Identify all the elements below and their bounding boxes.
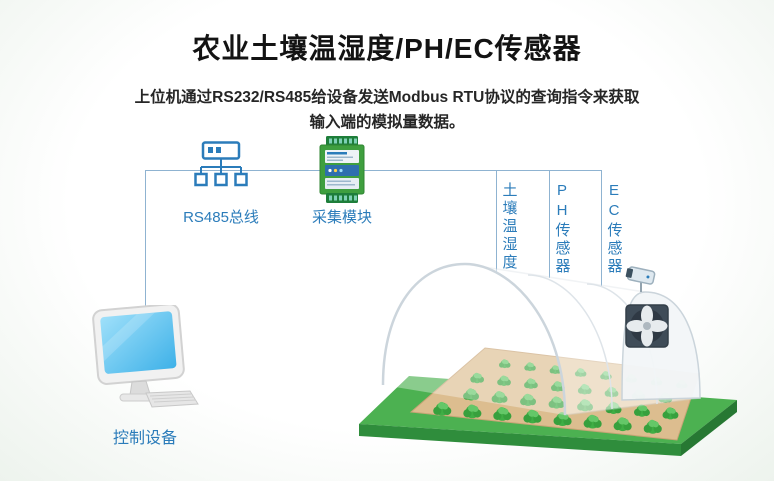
sensor-label-ph: PH传感器: [553, 182, 571, 276]
rib-1: [527, 274, 613, 410]
page-title: 农业土壤温湿度/PH/EC传感器: [192, 33, 582, 64]
module-terminals-bottom: [329, 195, 357, 201]
line-to-ph-sensor: [549, 170, 550, 278]
control-device-label: 控制设备: [112, 430, 177, 447]
line-to-soil-sensor: [496, 170, 497, 272]
bus-line-horizontal: [145, 170, 602, 171]
module-terminals-top: [329, 138, 357, 144]
monitor: [92, 305, 185, 385]
sensor-label-soil: 土壤温湿度: [500, 182, 518, 272]
subtitle-line-1: 上位机通过RS232/RS485给设备发送Modbus RTU协议的查询指令来获…: [134, 89, 640, 106]
front-arch-frame: [381, 262, 567, 416]
platform-front: [359, 424, 681, 456]
collector-module-label: 采集模块: [311, 209, 372, 226]
line-to-control-device: [145, 170, 146, 306]
keyboard-icon: [145, 390, 199, 408]
collector-module-icon: [319, 136, 365, 203]
line-to-ec-sensor: [601, 170, 602, 286]
camera-icon: [625, 266, 656, 292]
control-computer-icon: [92, 305, 199, 408]
rs485-bus-label: RS485总线: [183, 209, 259, 226]
greenhouse-film: [383, 264, 700, 415]
rs485-hub-icon: [194, 141, 248, 187]
exhaust-fan-icon: [625, 304, 669, 348]
subtitle: 上位机通过RS232/RS485给设备发送Modbus RTU协议的查询指令来获…: [0, 85, 774, 135]
greenhouse-illustration: [359, 262, 737, 456]
subtitle-line-2: 输入端的模拟量数据。: [309, 114, 465, 131]
sensor-label-ec: EC传感器: [605, 182, 623, 276]
platform-side: [681, 400, 737, 456]
